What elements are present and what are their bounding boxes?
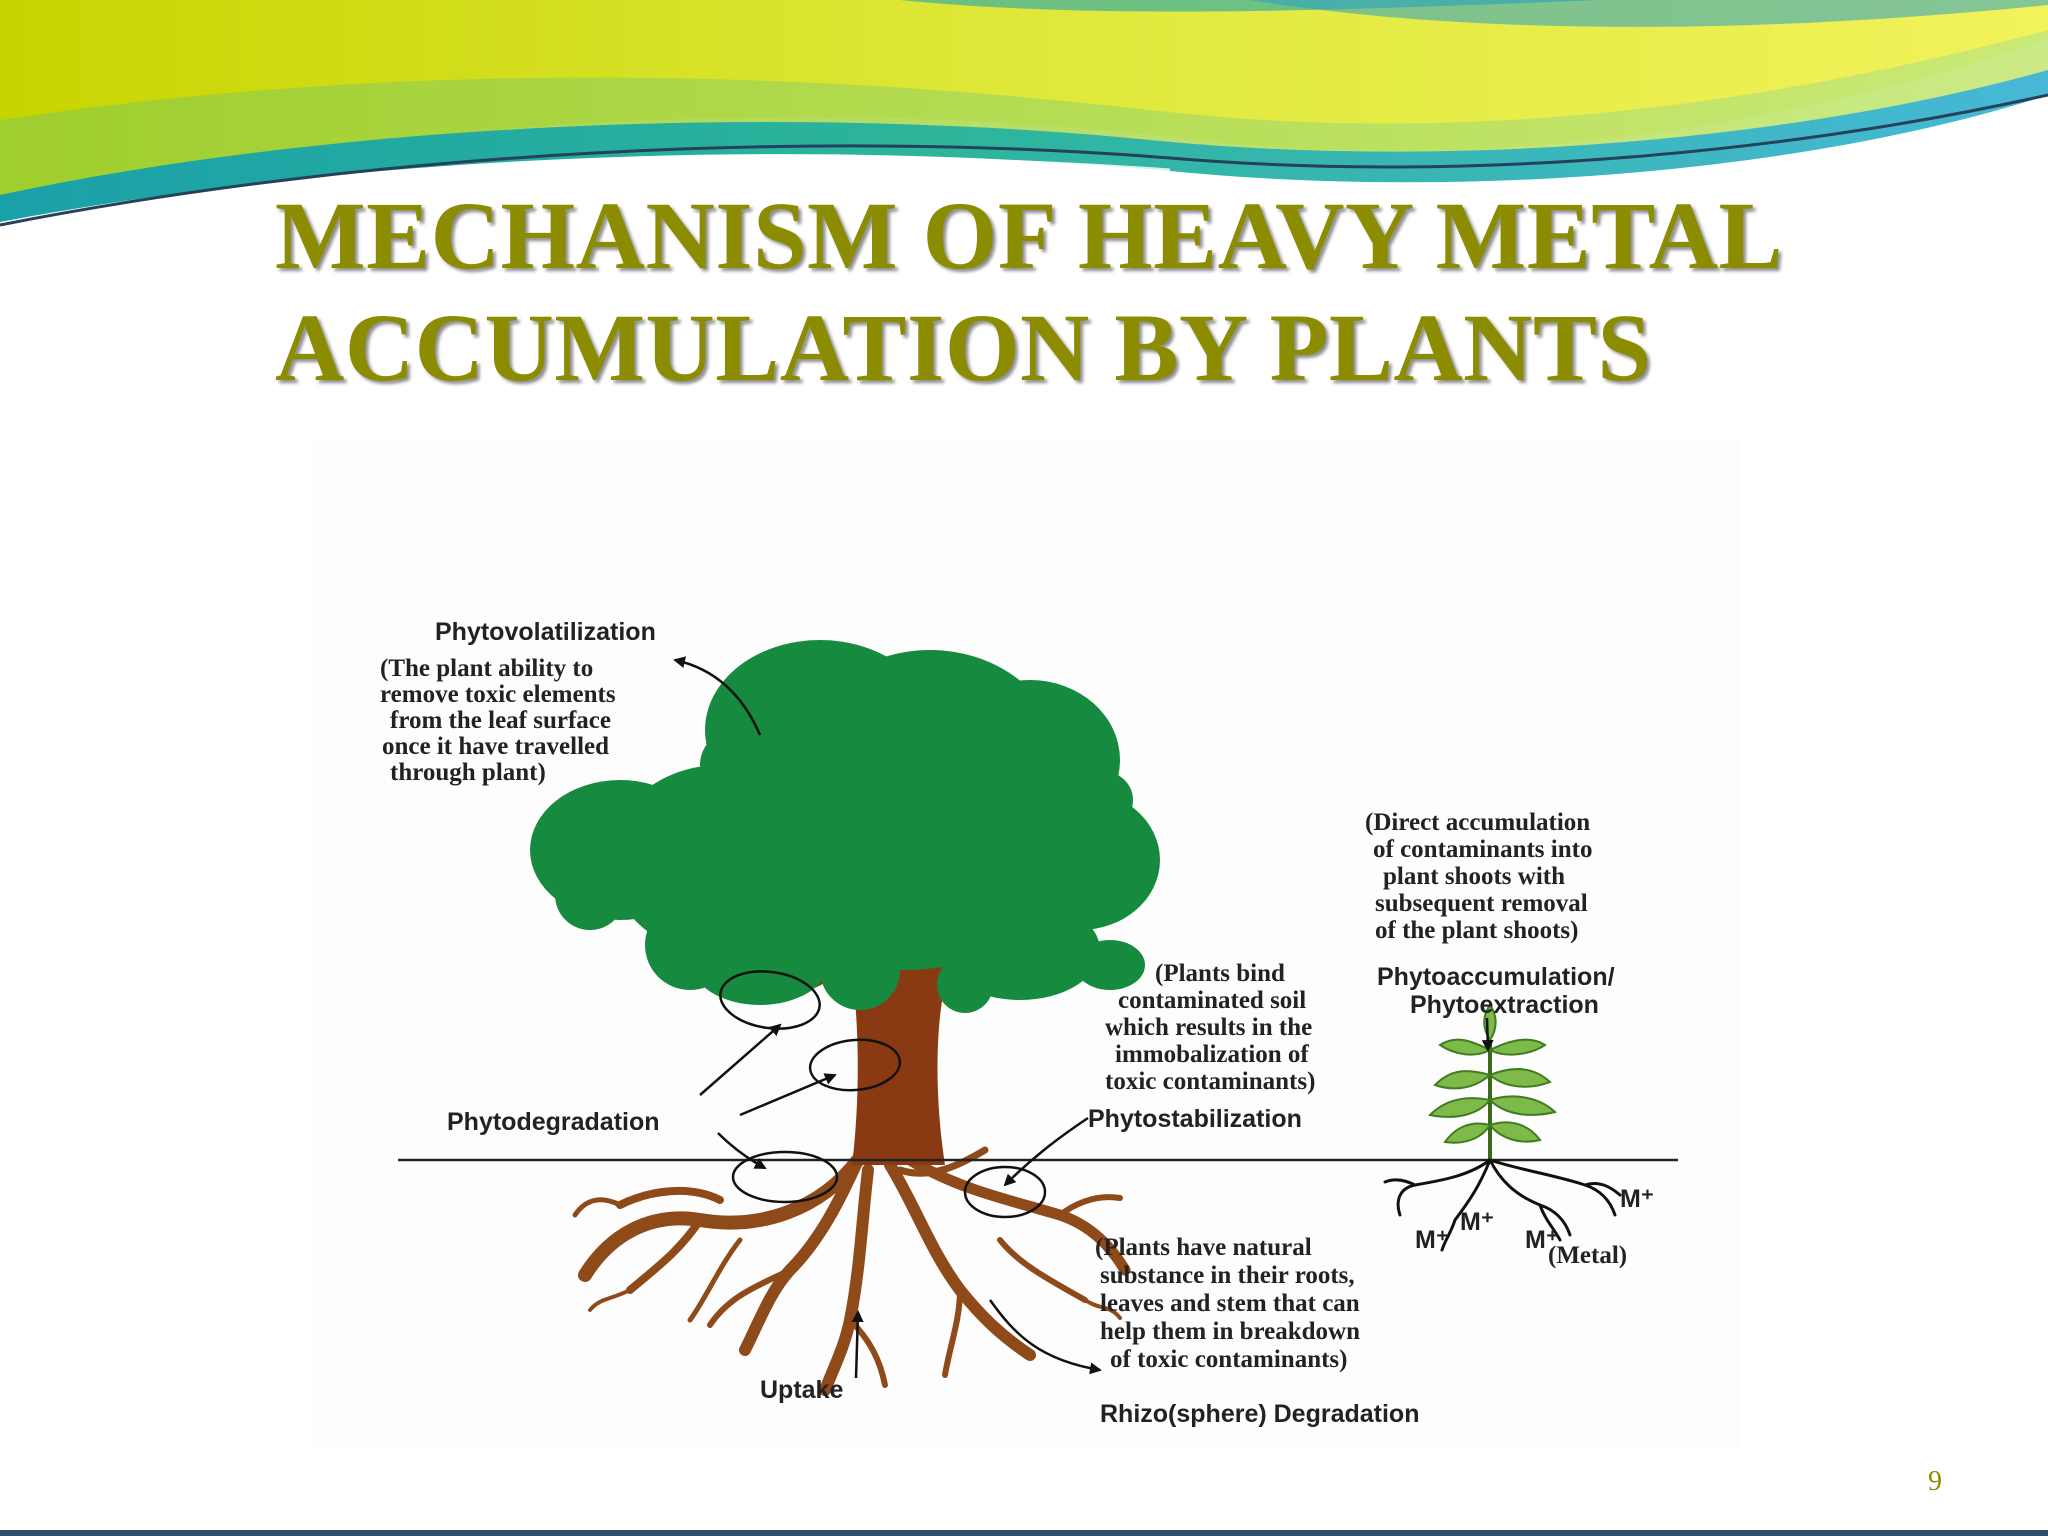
metal-ion-3: M⁺ bbox=[1415, 1226, 1449, 1254]
uptake-label: Uptake bbox=[760, 1376, 843, 1404]
page-number: 9 bbox=[1928, 1466, 1942, 1497]
phytovolatilization-annotation: Phytovolatilization (The plant ability t… bbox=[380, 618, 656, 786]
phytovolatilization-desc-line-2: remove toxic elements bbox=[380, 681, 616, 708]
rhizodegradation-desc-line-3: leaves and stem that can bbox=[1100, 1290, 1360, 1317]
tree-roots bbox=[572, 1146, 1131, 1396]
rhizodegradation-label: Rhizo(sphere) Degradation bbox=[1100, 1400, 1419, 1428]
seedling-plant bbox=[1427, 1003, 1558, 1160]
tree-canopy bbox=[530, 640, 1160, 1013]
rhizodegradation-desc-line-4: help them in breakdown bbox=[1100, 1318, 1360, 1345]
phytoaccumulation-desc-line-2: of contaminants into bbox=[1373, 836, 1592, 863]
slide-title-line-2: ACCUMULATION BY PLANTS bbox=[275, 294, 1652, 401]
phytostabilization-desc-line-4: immobalization of bbox=[1115, 1041, 1309, 1068]
metal-ions: M⁺ M⁺ M⁺ M⁺ (Metal) bbox=[1415, 1185, 1654, 1269]
phytoaccumulation-annotation: (Direct accumulation of contaminants int… bbox=[1365, 809, 1615, 1019]
phytoaccumulation-desc-line-5: of the plant shoots) bbox=[1375, 917, 1579, 944]
phytostabilization-desc-line-1: (Plants bind bbox=[1155, 960, 1285, 987]
phytovolatilization-label: Phytovolatilization bbox=[435, 618, 656, 646]
phytostabilization-desc-line-5: toxic contaminants) bbox=[1105, 1068, 1315, 1095]
metal-ion-2: M⁺ bbox=[1460, 1208, 1494, 1236]
metal-ion-4: M⁺ bbox=[1525, 1226, 1559, 1254]
rhizodegradation-desc-line-1: (Plants have natural bbox=[1095, 1234, 1312, 1261]
metal-ion-1: M⁺ bbox=[1620, 1185, 1654, 1213]
rhizodegradation-annotation: (Plants have natural substance in their … bbox=[1095, 1234, 1419, 1428]
metal-label: (Metal) bbox=[1548, 1242, 1627, 1269]
phytodegradation-label: Phytodegradation bbox=[447, 1108, 660, 1136]
phytoaccumulation-desc-line-4: subsequent removal bbox=[1375, 890, 1588, 917]
seedling-roots bbox=[1383, 1158, 1622, 1252]
phytoaccumulation-label: Phytoaccumulation/ bbox=[1377, 963, 1615, 991]
phytostabilization-label: Phytostabilization bbox=[1088, 1105, 1302, 1133]
phytoextraction-label: Phytoextraction bbox=[1410, 991, 1599, 1019]
rhizodegradation-desc-line-2: substance in their roots, bbox=[1100, 1262, 1355, 1289]
bottom-border bbox=[0, 1530, 2048, 1536]
phytostabilization-desc-line-3: which results in the bbox=[1105, 1014, 1312, 1041]
phytoaccumulation-desc-line-1: (Direct accumulation bbox=[1365, 809, 1590, 836]
phytovolatilization-desc-line-3: from the leaf surface bbox=[390, 707, 611, 734]
slide-title-line-1: MECHANISM OF HEAVY METAL bbox=[275, 182, 1784, 289]
header-wave-decoration bbox=[0, 0, 2048, 234]
phytoaccumulation-desc-line-3: plant shoots with bbox=[1383, 863, 1565, 890]
phytostabilization-annotation: (Plants bind contaminated soil which res… bbox=[1088, 960, 1315, 1133]
rhizodegradation-desc-line-5: of toxic contaminants) bbox=[1110, 1346, 1347, 1373]
zone-ellipses bbox=[719, 970, 1047, 1219]
pointer-arrows bbox=[673, 656, 1494, 1379]
phytovolatilization-desc-line-1: (The plant ability to bbox=[380, 655, 593, 682]
phytovolatilization-desc-line-5: through plant) bbox=[390, 759, 546, 786]
phytovolatilization-desc-line-4: once it have travelled bbox=[382, 733, 609, 760]
slide-title: MECHANISM OF HEAVY METAL ACCUMULATION BY… bbox=[275, 180, 1783, 404]
phytostabilization-desc-line-2: contaminated soil bbox=[1118, 987, 1306, 1014]
